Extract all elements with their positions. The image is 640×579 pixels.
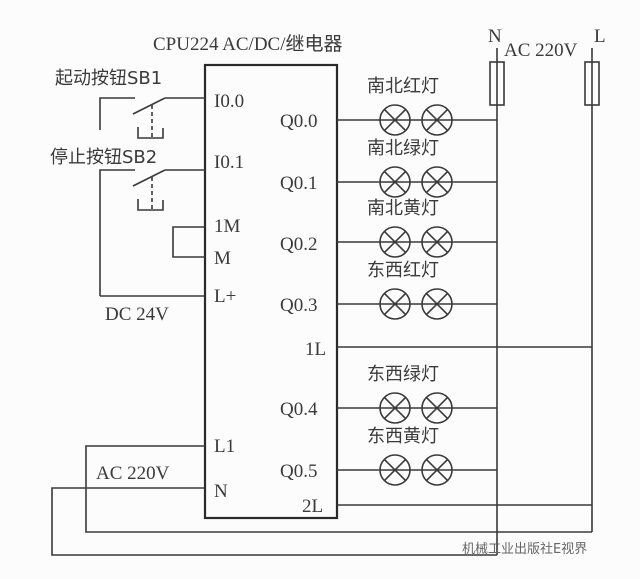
lamp-label: 南北绿灯 [367,138,439,159]
lamp-icon [379,104,411,136]
lamp-row-Q0.2: 南北黄灯 [337,198,497,258]
terminal-2l: 2L [302,496,323,517]
fuse-l [584,61,600,106]
lamp-row-Q0.4: 东西绿灯 [337,364,497,424]
supply-l-label: L [594,26,606,47]
fuse-n [489,61,505,106]
lamp-icon [379,392,411,424]
plc-cpu224-box [203,63,339,520]
lamp-row-Q0.1: 南北绿灯 [337,138,497,198]
terminal-i0-1: I0.1 [214,152,244,173]
lamp-icon [421,166,453,198]
terminal-q0-3: Q0.3 [280,295,317,316]
dc-24v-label: DC 24V [105,304,169,325]
terminal-n: N [214,481,228,502]
terminal-q0-2: Q0.2 [280,234,317,255]
terminal-lplus: L+ [214,286,236,307]
lamp-icon [379,166,411,198]
lamp-icon [379,288,411,320]
lamp-icon [421,104,453,136]
lamp-icon [421,226,453,258]
lamp-icon [379,454,411,486]
lamp-row-Q0.5: 东西黄灯 [337,426,497,486]
lamp-icon [421,392,453,424]
terminal-1l: 1L [305,339,326,360]
supply-rails [337,48,600,555]
diagram-title: CPU224 AC/DC/继电器 [153,33,343,55]
lamp-label: 东西黄灯 [367,426,439,447]
lamp-label: 南北黄灯 [367,198,439,219]
lamp-label: 南北红灯 [367,76,439,97]
terminal-q0-0: Q0.0 [280,111,317,132]
lamp-row-Q0.0: 南北红灯 [337,76,497,136]
terminal-m: M [214,248,231,269]
supply-n-label: N [488,26,502,47]
lamp-label: 东西红灯 [367,260,439,281]
terminal-i0-0: I0.0 [214,91,244,112]
lamp-icon [421,454,453,486]
lamp-icon [421,288,453,320]
terminal-l1: L1 [214,436,235,457]
switch-sb2-label: 停止按钮SB2 [50,147,157,168]
terminal-q0-4: Q0.4 [280,399,318,420]
supply-voltage-label: AC 220V [504,40,578,61]
lamp-icon [379,226,411,258]
ac-220v-input-label: AC 220V [96,463,170,484]
watermark: 机械工业出版社E视界 [462,541,587,557]
lamp-label: 东西绿灯 [367,364,439,385]
input-circuit-wiring [51,97,592,556]
terminal-1m: 1M [214,216,241,237]
terminal-q0-5: Q0.5 [280,461,317,482]
terminal-q0-1: Q0.1 [280,173,317,194]
switch-sb1-label: 起动按钮SB1 [55,68,162,89]
lamp-row-Q0.3: 东西红灯 [337,260,497,320]
